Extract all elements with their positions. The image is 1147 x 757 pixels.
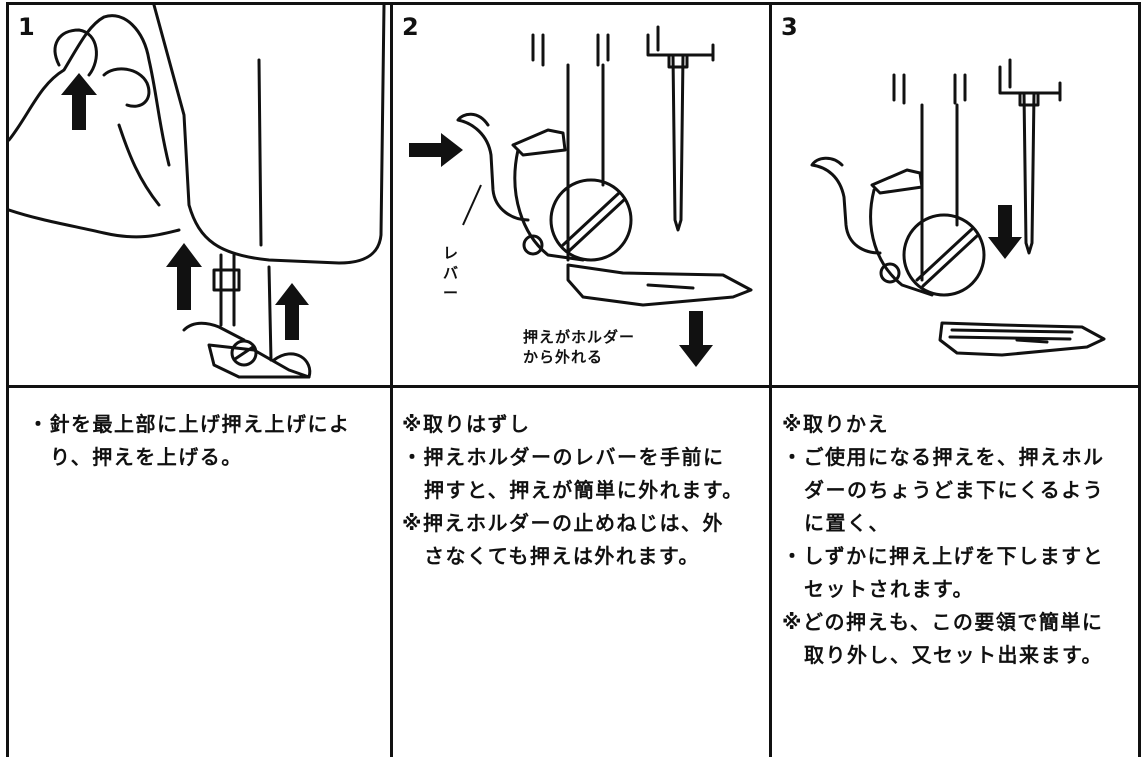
lever-label-char: レ [443, 244, 460, 262]
middle-divider [6, 385, 1141, 388]
column-divider-1 [390, 2, 393, 757]
annotation-line: から外れる [523, 348, 604, 366]
caption-line: ・針を最上部に上げ押え上げによ [28, 412, 351, 436]
caption-line: ※押えホルダーの止めねじは、外 [402, 511, 724, 535]
panel-number-3: 3 [781, 13, 798, 41]
illustration-panel-1: 1 [9, 5, 390, 385]
left-border [6, 2, 9, 757]
panel-number-1: 1 [18, 13, 35, 41]
caption-line: ・押えホルダーのレバーを手前に [402, 445, 725, 469]
lever-label-char: バ [443, 264, 460, 282]
panel-number-2: 2 [402, 13, 419, 41]
caption-1: ・針を最上部に上げ押え上げによ り、押えを上げる。 [28, 408, 388, 474]
raise-presser-foot-illustration [9, 5, 386, 379]
top-border [6, 2, 1141, 5]
caption-line: ※どの押えも、この要領で簡単に [782, 610, 1104, 634]
foot-release-annotation: 押えがホルダー から外れる [523, 327, 635, 367]
attach-foot-illustration [810, 58, 1106, 357]
caption-line: さなくても押えは外れます。 [424, 544, 700, 568]
annotation-line: 押えがホルダー [523, 328, 636, 346]
caption-2: ※取りはずし ・押えホルダーのレバーを手前に 押すと、押えが簡単に外れます。 ※… [402, 408, 768, 573]
caption-line: ・しずかに押え上げを下しますと [782, 544, 1105, 568]
illustration-panel-3: 3 [772, 5, 1138, 385]
caption-line: セットされます。 [804, 577, 974, 601]
remove-foot-illustration [409, 25, 753, 367]
column-divider-2 [769, 2, 772, 757]
caption-heading: ※取りはずし [402, 412, 531, 436]
caption-line: に置く、 [804, 511, 890, 535]
caption-line: 押すと、押えが簡単に外れます。 [424, 478, 744, 502]
right-border [1138, 2, 1141, 757]
caption-line: ・ご使用になる押えを、押えホル [782, 445, 1105, 469]
caption-line: ダーのちょうどま下にくるよう [804, 478, 1105, 502]
caption-heading: ※取りかえ [782, 412, 889, 436]
caption-line: 取り外し、又セット出来ます。 [804, 643, 1103, 667]
lever-label: レ バ ー [443, 243, 463, 303]
illustration-panel-2: 2 レ バ ー 押えがホルダー から外れる [393, 5, 769, 385]
caption-line: り、押えを上げる。 [50, 445, 243, 469]
lever-label-char: ー [443, 284, 460, 302]
caption-3: ※取りかえ ・ご使用になる押えを、押えホル ダーのちょうどま下にくるよう に置く… [782, 408, 1138, 672]
